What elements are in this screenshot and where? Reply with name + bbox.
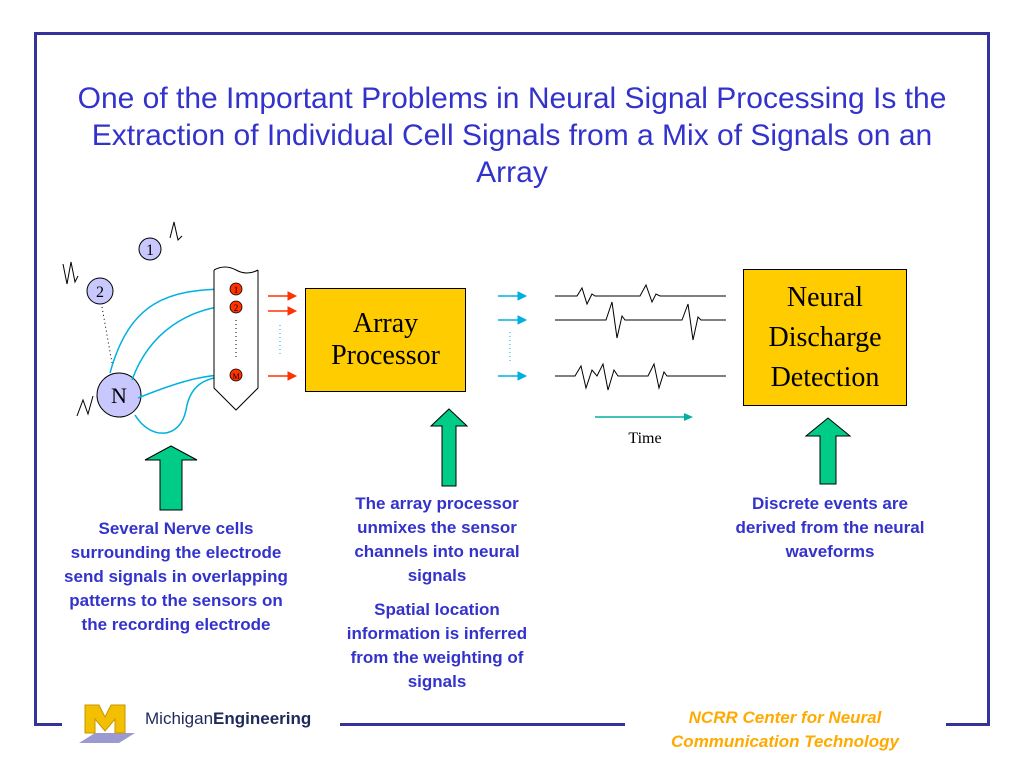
cell-2 bbox=[86, 277, 114, 305]
footer-line-mid bbox=[340, 723, 625, 726]
cell-1-spike bbox=[169, 221, 183, 241]
caption-array-processor-unmix: The array processor unmixes the sensor c… bbox=[354, 494, 520, 585]
ndd-line3: Detection bbox=[770, 361, 880, 393]
cell-n-label: N bbox=[111, 383, 127, 408]
ncrr-center-label: NCRR Center for Neural Communication Tec… bbox=[625, 706, 945, 754]
slide-frame bbox=[34, 32, 990, 726]
brand-normal: Michigan bbox=[145, 709, 214, 728]
sensor-m-label: M bbox=[232, 372, 239, 381]
cell-n bbox=[96, 372, 142, 418]
cell-dotted-connector bbox=[101, 306, 113, 364]
ncrr-line1: NCRR Center for Neural bbox=[688, 708, 882, 727]
neural-discharge-detection-box: Neural Discharge Detection bbox=[743, 269, 907, 406]
up-arrow-right bbox=[804, 417, 852, 485]
ndd-line1: Neural bbox=[786, 281, 864, 313]
sensor-2 bbox=[229, 300, 243, 314]
array-processor-line1: Array bbox=[352, 308, 419, 339]
michigan-engineering-logo: MichiganEngineering bbox=[75, 699, 335, 749]
signal-path-1 bbox=[109, 288, 226, 374]
array-processor-line2: Processor bbox=[331, 340, 440, 371]
ndd-line2: Discharge bbox=[768, 321, 882, 353]
time-label: Time bbox=[628, 430, 661, 447]
electrode-top-edge bbox=[213, 266, 259, 274]
cell-n-spike bbox=[76, 395, 94, 417]
caption-spatial-location: Spatial location information is inferred… bbox=[346, 600, 528, 691]
waveform-2 bbox=[555, 301, 726, 341]
sensor-m bbox=[229, 368, 243, 382]
footer-line-left bbox=[34, 723, 62, 726]
sensor-1-label: 1 bbox=[234, 285, 239, 295]
waveform-3 bbox=[555, 362, 726, 391]
processor-output-arrows bbox=[498, 291, 528, 381]
cell-1-label: 1 bbox=[146, 242, 154, 259]
ncrr-line2: Communication Technology bbox=[671, 732, 899, 751]
caption-discrete-events: Discrete events are derived from the neu… bbox=[735, 494, 925, 561]
caption-nerve-cells: Several Nerve cells surrounding the elec… bbox=[64, 519, 288, 634]
up-arrow-left bbox=[144, 445, 198, 511]
up-arrow-middle bbox=[429, 408, 469, 487]
sensor-1 bbox=[229, 282, 243, 296]
slide-title: One of the Important Problems in Neural … bbox=[77, 82, 947, 189]
array-processor-box: Array Processor bbox=[305, 288, 466, 392]
time-arrowhead bbox=[684, 413, 693, 421]
waveform-1 bbox=[555, 283, 726, 306]
signal-path-2 bbox=[131, 305, 226, 381]
block-m-icon bbox=[79, 704, 135, 743]
brand-text: MichiganEngineering bbox=[145, 709, 311, 729]
cell-2-spike bbox=[62, 261, 79, 285]
footer-line-right bbox=[946, 723, 990, 726]
cell-1 bbox=[138, 237, 162, 261]
sensor-2-label: 2 bbox=[234, 303, 239, 313]
brand-bold: Engineering bbox=[213, 709, 312, 728]
cell-2-label: 2 bbox=[96, 284, 104, 301]
signal-path-4 bbox=[134, 375, 226, 434]
sensor-output-arrows bbox=[268, 291, 298, 381]
